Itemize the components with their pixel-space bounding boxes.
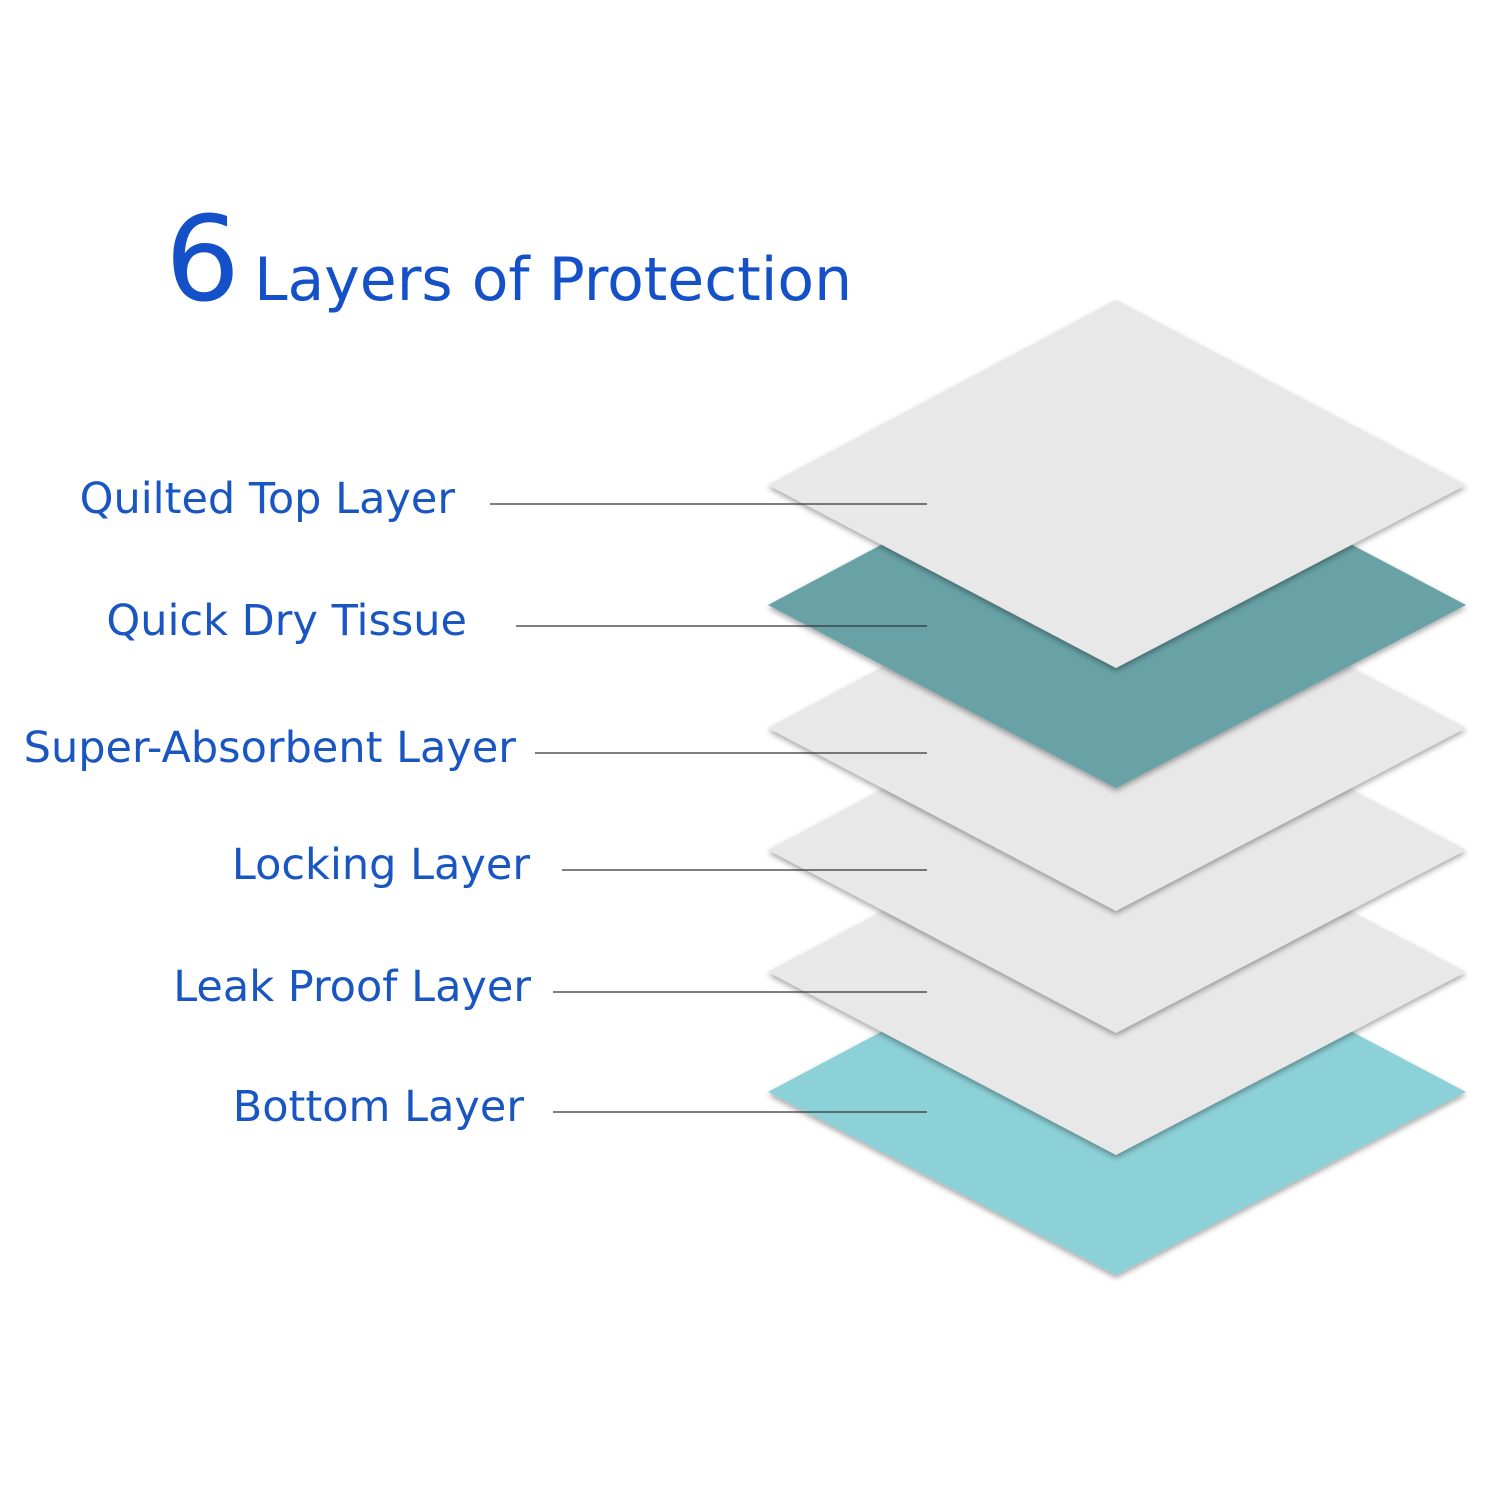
diagram-title: 6 Layers of Protection: [165, 200, 853, 318]
leader-lines: [490, 503, 927, 1113]
layer-label-1: Quilted Top Layer: [79, 474, 455, 524]
layer-label-2: Quick Dry Tissue: [106, 596, 467, 646]
layer-label-5: Leak Proof Layer: [173, 962, 531, 1012]
layer-sheet-1: [768, 300, 1466, 668]
title-text: Layers of Protection: [254, 245, 853, 315]
layer-label-6: Bottom Layer: [232, 1082, 524, 1132]
layer-label-4: Locking Layer: [231, 840, 530, 890]
layer-label-3: Super-Absorbent Layer: [23, 723, 516, 773]
layer-sheets: [768, 300, 1466, 1275]
title-number: 6: [165, 190, 241, 328]
